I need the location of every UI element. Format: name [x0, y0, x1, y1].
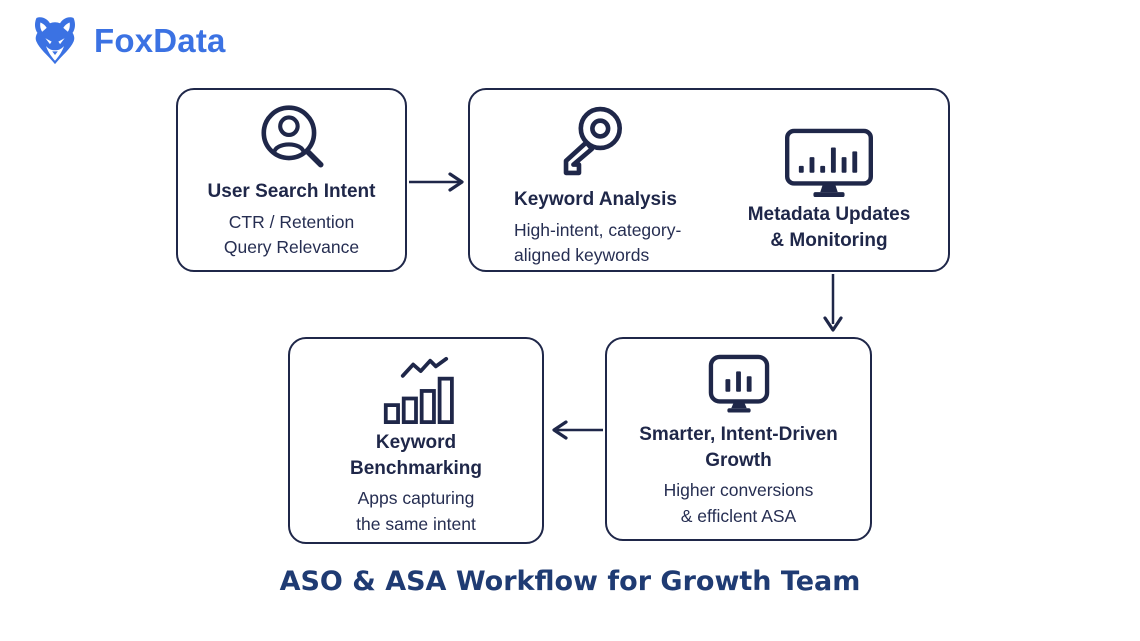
arrow-left-icon [552, 420, 603, 440]
metadata-updates-section: Metadata Updates & Monitoring [710, 90, 948, 270]
box-title: User Search Intent [207, 181, 376, 202]
growth-bars-trend-icon [374, 356, 458, 424]
keyword-analysis-section: Keyword Analysis High-intent, category- … [470, 90, 710, 270]
box-user-search-intent: User Search Intent CTR / Retention Query… [176, 88, 407, 272]
diagram-caption: ASO & ASA Workflow for Growth Team [279, 566, 861, 597]
monitor-bar-chart-icon [708, 354, 770, 414]
box-title: Keyword Benchmarking [350, 432, 482, 479]
box-subtitle: High-intent, category- aligned keywords [514, 219, 682, 266]
key-icon [554, 99, 628, 183]
box-keyword-analysis-metadata: Keyword Analysis High-intent, category- … [468, 88, 950, 272]
box-title: Smarter, Intent-Driven Growth [639, 424, 838, 471]
monitor-equalizer-icon [784, 128, 874, 198]
box-subtitle: Higher conversions & efficlent ASA [663, 480, 814, 526]
box-smarter-growth: Smarter, Intent-Driven Growth Higher con… [605, 337, 872, 541]
foxdata-logo: FoxData [28, 14, 226, 68]
box-subtitle: Apps capturing the same intent [356, 488, 476, 534]
brand-name: FoxData [94, 22, 226, 59]
arrow-right-icon [409, 172, 464, 192]
fox-icon [28, 14, 82, 68]
arrow-down-icon [823, 274, 843, 332]
person-search-icon [253, 101, 331, 175]
box-keyword-benchmarking: Keyword Benchmarking Apps capturing the … [288, 337, 544, 544]
box-title: Metadata Updates & Monitoring [747, 204, 911, 251]
box-subtitle: CTR / Retention Query Relevance [223, 211, 360, 258]
box-title: Keyword Analysis [514, 189, 677, 210]
